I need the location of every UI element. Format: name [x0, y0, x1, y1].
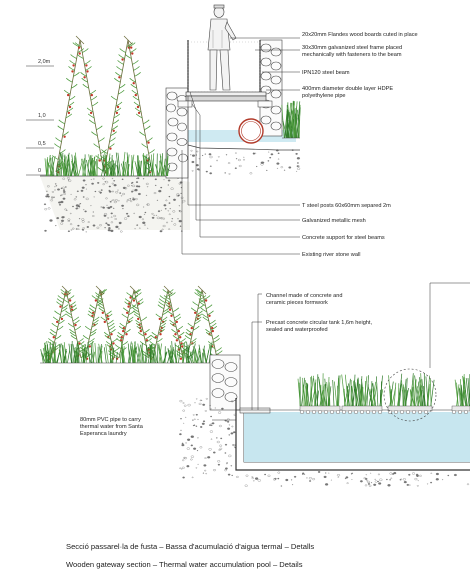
- tank-water: [244, 412, 470, 462]
- level-label-0m: 0: [38, 168, 41, 174]
- leader-lines-top: [181, 37, 300, 255]
- annotation-pvc-pipe-3: Esperanca laundry: [80, 431, 127, 437]
- vine-trellises: [52, 35, 155, 174]
- level-label-2m: 2,0m: [38, 59, 51, 65]
- leader-lines-bottom: [212, 282, 470, 421]
- annotation-hdpe-pipe: 400mm diameter double layer HDPE: [302, 86, 393, 92]
- level-label-0-5m: 0,5: [38, 141, 46, 147]
- annotation-tank-2: sealed and waterproofed: [266, 327, 328, 333]
- annotation-steel-posts: T steel posts 60x60mm separed 2m: [302, 203, 391, 209]
- stone-wall-bottom: [209, 354, 241, 411]
- annotation-pvc-pipe: 80mm PVC pipe to carry: [80, 417, 141, 423]
- annotation-channel: Channel made of concrete and: [266, 293, 343, 299]
- annotations-bottom: Channel made of concrete and ceramic pie…: [80, 293, 372, 437]
- caption-english: Wooden gateway section – Thermal water a…: [66, 560, 303, 569]
- concrete-tank: [235, 398, 470, 471]
- annotation-channel-2: ceramic pieces formwork: [266, 300, 328, 306]
- annotation-stone-wall: Existing river stone wall: [302, 252, 360, 258]
- annotation-steel-frame: 30x30mm galvanized steel frame placed: [302, 45, 402, 51]
- annotation-ipn-beam: IPN120 steel beam: [302, 70, 350, 76]
- annotation-pvc-pipe-2: thermal water from Santa: [80, 424, 144, 430]
- concrete-support-left: [177, 100, 193, 108]
- annotation-hdpe-pipe-2: polyethylene pipe: [302, 93, 346, 99]
- hdpe-pipe: [238, 118, 264, 144]
- annotation-wood-boards: 20x20mm Flandes wood boards cuted in pla…: [302, 32, 418, 38]
- river-stone-wall-right: [259, 39, 283, 137]
- annotation-steel-frame-2: mechanically with fasteners to the beam: [302, 52, 402, 58]
- detail-callout: [383, 368, 437, 422]
- wood-deck: [185, 91, 267, 97]
- river-stone-wall-left: [165, 87, 189, 179]
- level-scale: 2,0m 1,0 0,5 0: [26, 59, 54, 176]
- gravel-dots: [43, 149, 301, 233]
- level-label-1m: 1,0: [38, 113, 46, 119]
- channel: [239, 407, 271, 414]
- aquatic-plants: [297, 373, 470, 415]
- gravel-bottom: [179, 398, 470, 487]
- caption-catalan: Secció passarel·la de fusta – Bassa d'ac…: [66, 542, 315, 551]
- top-section: 2,0m 1,0 0,5 0: [26, 4, 418, 258]
- grass-left-bank: [44, 151, 171, 177]
- person-figure: [207, 4, 237, 91]
- annotation-tank: Precast concrete circular tank 1,6m heig…: [266, 320, 372, 326]
- ipn-beam: [185, 95, 267, 102]
- bottom-section: Channel made of concrete and ceramic pie…: [40, 282, 470, 487]
- grass-bank-bottom: [40, 340, 213, 364]
- grass-right-bank: [281, 100, 301, 139]
- vine-trellises-bottom: [44, 285, 223, 360]
- annotations-top: 20x20mm Flandes wood boards cuted in pla…: [302, 32, 418, 258]
- annotation-mesh: Galvanized metallic mesh: [302, 218, 366, 224]
- gravel-ground: [40, 149, 301, 233]
- concrete-support-right: [257, 100, 273, 108]
- annotation-concrete-support: Concrete support for steel beams: [302, 235, 385, 241]
